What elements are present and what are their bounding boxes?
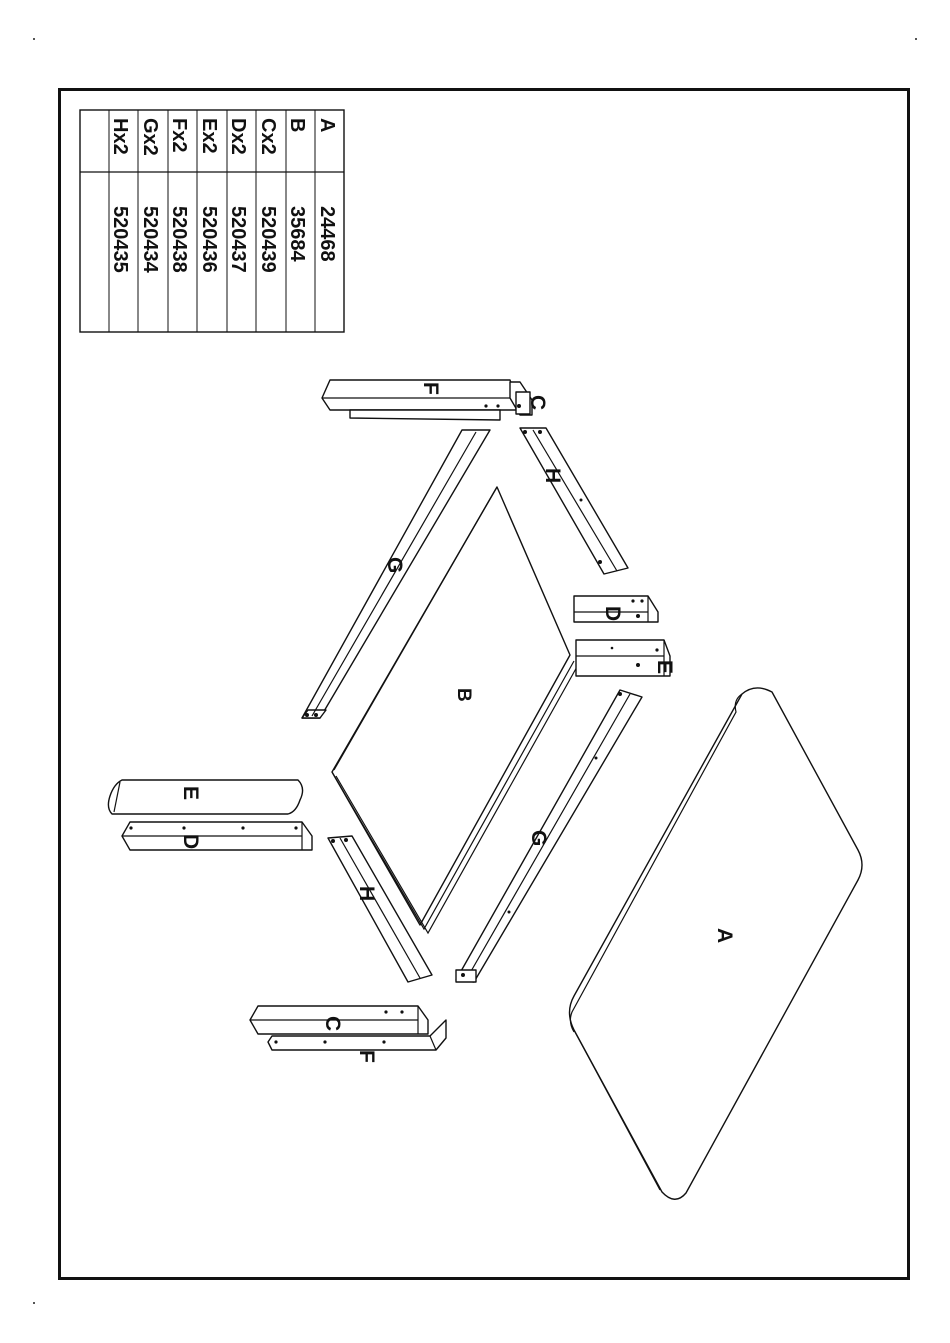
table-code: B xyxy=(286,118,308,132)
label-part-d-right: D xyxy=(601,606,624,621)
label-part-g-bottom: G xyxy=(527,830,550,846)
table-part-number: 24468 xyxy=(316,206,338,262)
table-part-number: 520436 xyxy=(198,206,220,273)
table-code: Ex2 xyxy=(198,118,220,154)
table-part-number: 520439 xyxy=(257,206,279,273)
label-part-d-left: D xyxy=(179,834,202,849)
part-f-rail-top xyxy=(322,380,516,420)
table-code: Dx2 xyxy=(227,118,249,155)
label-part-h-top: H xyxy=(541,468,564,483)
label-part-g-top: G xyxy=(383,557,406,573)
table-code: Hx2 xyxy=(109,118,131,155)
label-part-e-left: E xyxy=(179,786,202,800)
label-part-e-right: E xyxy=(653,660,676,674)
label-part-b: B xyxy=(453,688,474,702)
table-part-number: 35684 xyxy=(286,206,308,262)
part-h-rail-top xyxy=(520,428,628,574)
table-part-number: 520434 xyxy=(139,206,161,274)
part-e-rail-left xyxy=(108,780,302,814)
part-d-rail-left xyxy=(122,822,312,850)
table-part-number: 520437 xyxy=(227,206,249,273)
label-part-h-bottom: H xyxy=(355,886,378,901)
label-part-a: A xyxy=(713,928,736,943)
table-code: Fx2 xyxy=(168,118,190,152)
table-part-number: 520438 xyxy=(168,206,190,273)
label-part-f-top: F xyxy=(419,382,442,395)
part-a-table-top xyxy=(570,688,863,1199)
table-code: Cx2 xyxy=(257,118,279,155)
table-code: Gx2 xyxy=(139,118,161,156)
label-part-c-top: C xyxy=(526,395,549,410)
label-part-f-bottom: F xyxy=(355,1050,378,1063)
parts-table: A B Cx2 Dx2 Ex2 Fx2 Gx2 Hx2 24468 35684 … xyxy=(80,110,344,332)
label-part-c-bottom: C xyxy=(321,1016,344,1031)
table-part-number: 520435 xyxy=(109,206,131,273)
table-code: A xyxy=(316,118,338,132)
